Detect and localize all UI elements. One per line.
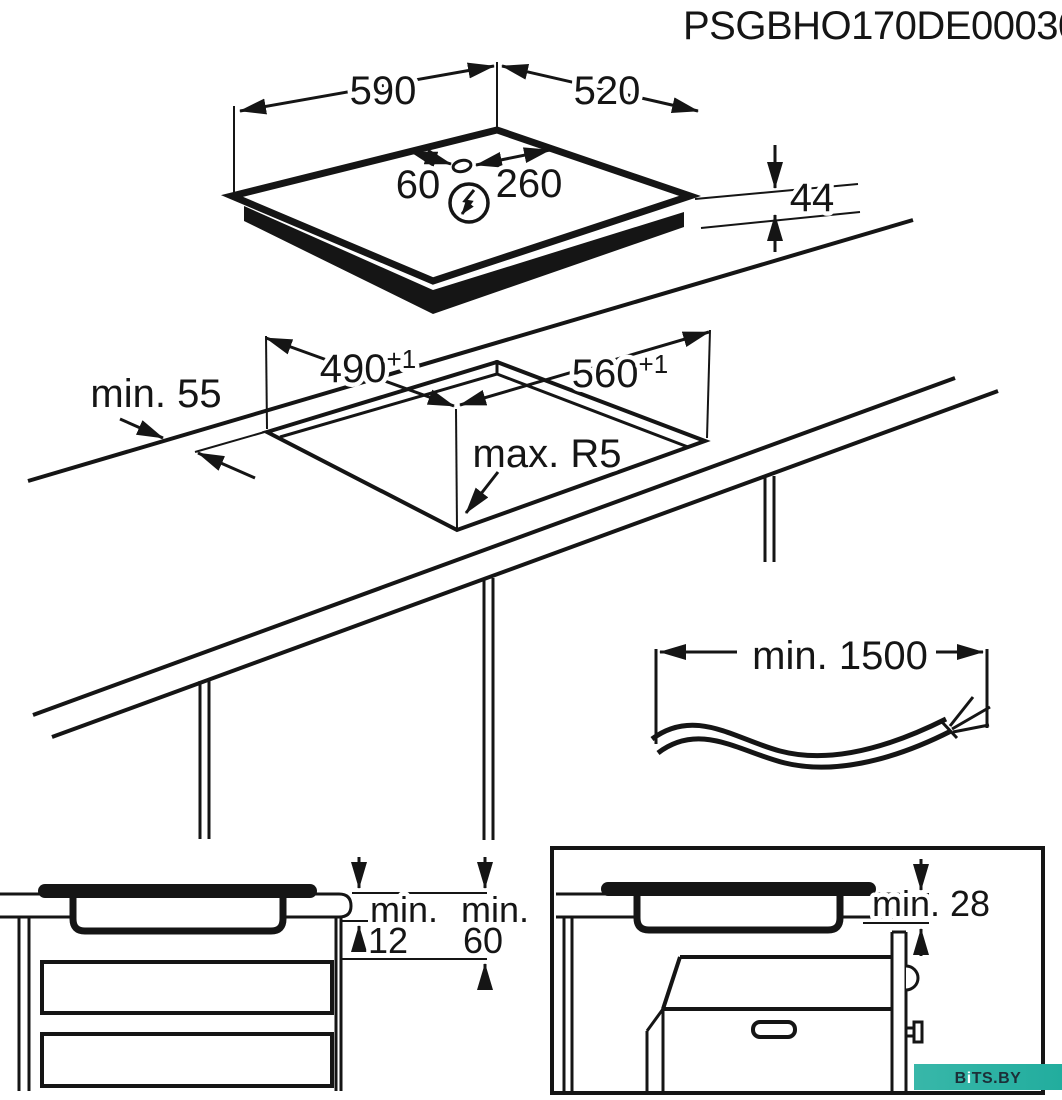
cabinet-left-panel: [562, 917, 574, 1091]
dimension-min-12-60: min. 12 min. 60: [340, 857, 534, 990]
worktop-front-edge-bottom-line: [51, 389, 999, 739]
hob-body-right: [633, 894, 844, 934]
dim-label-min55: min. 55: [90, 372, 221, 416]
dim-label-520: 520: [574, 69, 641, 113]
dimension-min-55: min. 55: [86, 368, 256, 480]
dim-label-min-1: min.: [370, 889, 438, 930]
hob-base-band: [244, 206, 684, 314]
drawing-code-title: PSGBHO170DE00030: [683, 4, 1062, 48]
dimension-line-260: [475, 147, 551, 168]
cutout-edge-extension: [194, 430, 269, 453]
dimension-line-490: [265, 336, 455, 408]
dim-label-490: 490+1: [320, 344, 416, 391]
hob-body-cross-section: [69, 894, 287, 935]
worktop-scene: [27, 218, 999, 840]
dim-label-12: 12: [368, 920, 408, 961]
dimension-min-28: min. 28: [863, 859, 995, 956]
dim-label-60: 60: [463, 920, 503, 961]
dimension-line-520: [501, 64, 699, 113]
arrow-min55-upper: [119, 417, 164, 440]
oven-front-left-slant: [645, 1008, 665, 1032]
dim-label-260: 260: [496, 162, 563, 206]
hob-glass-right: [601, 882, 876, 896]
dim-label-max-r5: max. R5: [473, 432, 622, 476]
dimension-44: 44: [694, 145, 861, 252]
dim-label-44: 44: [790, 176, 835, 220]
cable-frayed-wires: [948, 696, 991, 734]
dim-label-min-2: min.: [461, 889, 529, 930]
drawer-lower: [40, 1032, 334, 1088]
extension-line-front-corner: [455, 408, 458, 529]
dimension-max-r5: max. R5: [464, 428, 626, 514]
dimension-line-60: [410, 148, 452, 168]
dim-label-590: 590: [350, 69, 417, 113]
built-in-oven: [645, 955, 924, 1091]
cable-view: min. 1500: [650, 630, 991, 770]
oven-handle: [751, 1020, 797, 1039]
table-leg-middle: [482, 578, 495, 840]
cabinet-cross-section-view: min. 12 min. 60: [0, 857, 534, 1091]
watermark-badge: BiTS.BY: [914, 1064, 1062, 1090]
worktop-front-edge-top-line: [32, 376, 956, 717]
arrow-min55-lower: [197, 451, 256, 480]
dim-label-min1500: min. 1500: [752, 634, 928, 678]
power-cable-illustration: [650, 696, 991, 770]
cable-entry-hole-icon: [451, 158, 473, 174]
arrow-max-r5: [464, 471, 500, 514]
dimension-line-590: [239, 62, 495, 115]
oven-side-knob: [906, 1020, 924, 1044]
dim-label-560: 560+1: [572, 349, 668, 396]
dimension-line-560: [459, 330, 710, 407]
electrical-connection-icon: [448, 182, 490, 224]
hinge-bump: [905, 964, 920, 992]
watermark-background: [914, 1064, 1062, 1090]
cable-cut-end: [940, 720, 959, 740]
oven-top-left-slant: [661, 956, 682, 1010]
table-leg-right: [763, 476, 776, 562]
drawer-upper: [40, 960, 334, 1015]
table-leg-left: [198, 681, 211, 839]
watermark-text: BiTS.BY: [955, 1070, 1022, 1087]
dim-label-60: 60: [396, 163, 441, 207]
oven-clearance-view: min. 28: [550, 846, 1045, 1095]
cabinet-side-panels: [17, 917, 343, 1091]
hob-glass-cross-section: [38, 884, 317, 898]
hob-isometric-view: 590 520 60 260 44: [220, 62, 861, 314]
cutout-view: 490+1 560+1 min. 55 max. R5: [86, 329, 711, 533]
extension-line-44-top: [694, 183, 859, 200]
dim-label-min28: min. 28: [872, 883, 990, 924]
extension-line-490: [265, 335, 268, 430]
